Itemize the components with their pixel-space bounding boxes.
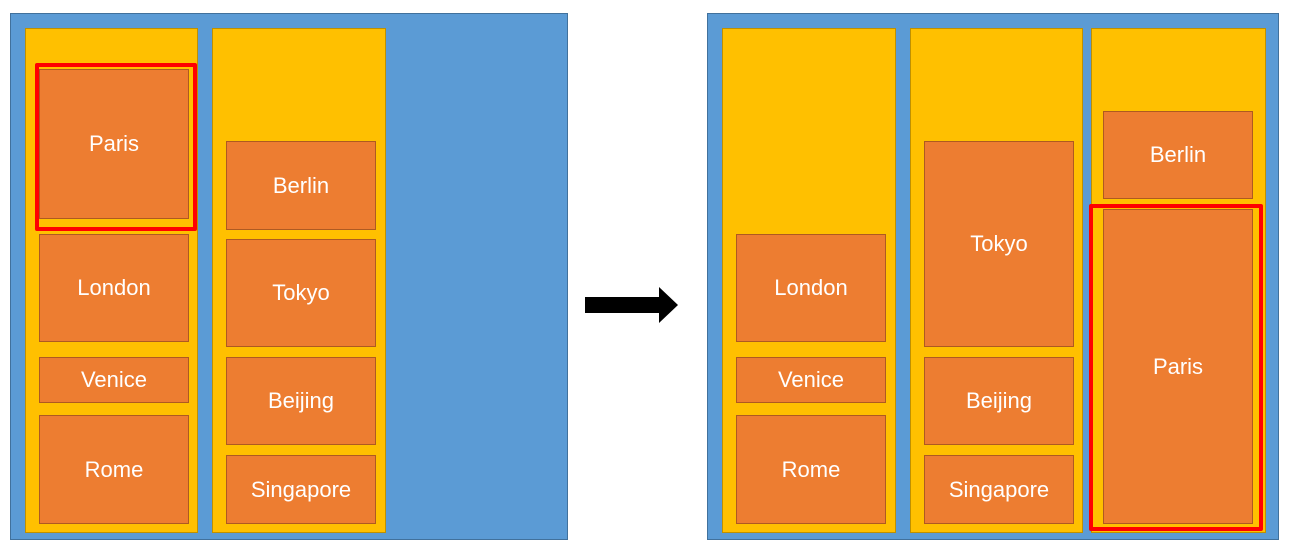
card-venice[interactable]: Venice xyxy=(736,357,886,403)
card-beijing[interactable]: Beijing xyxy=(924,357,1074,445)
card-berlin[interactable]: Berlin xyxy=(1103,111,1253,199)
card-london[interactable]: London xyxy=(736,234,886,342)
card-rome[interactable]: Rome xyxy=(736,415,886,524)
card-singapore[interactable]: Singapore xyxy=(924,455,1074,524)
column-after-3: Berlin Paris xyxy=(1089,28,1266,533)
card-venice[interactable]: Venice xyxy=(39,357,189,403)
board-after: London Venice Rome Tokyo Beijing Singapo… xyxy=(707,13,1279,540)
card-rome[interactable]: Rome xyxy=(39,415,189,524)
card-singapore[interactable]: Singapore xyxy=(226,455,376,524)
column-after-2: Tokyo Beijing Singapore xyxy=(910,28,1083,533)
board-before: Paris London Venice Rome Berlin Tokyo Be… xyxy=(10,13,568,540)
card-paris[interactable]: Paris xyxy=(39,69,189,219)
card-london[interactable]: London xyxy=(39,234,189,342)
selection-highlight-after xyxy=(1089,204,1263,531)
column-before-2: Berlin Tokyo Beijing Singapore xyxy=(212,28,386,533)
card-beijing[interactable]: Beijing xyxy=(226,357,376,445)
card-tokyo[interactable]: Tokyo xyxy=(226,239,376,347)
selection-highlight-before xyxy=(35,63,197,231)
card-berlin[interactable]: Berlin xyxy=(226,141,376,230)
column-after-1: London Venice Rome xyxy=(722,28,896,533)
card-paris[interactable]: Paris xyxy=(1103,209,1253,524)
column-before-1: Paris London Venice Rome xyxy=(25,28,198,533)
card-tokyo[interactable]: Tokyo xyxy=(924,141,1074,347)
right-arrow-icon xyxy=(585,287,678,323)
